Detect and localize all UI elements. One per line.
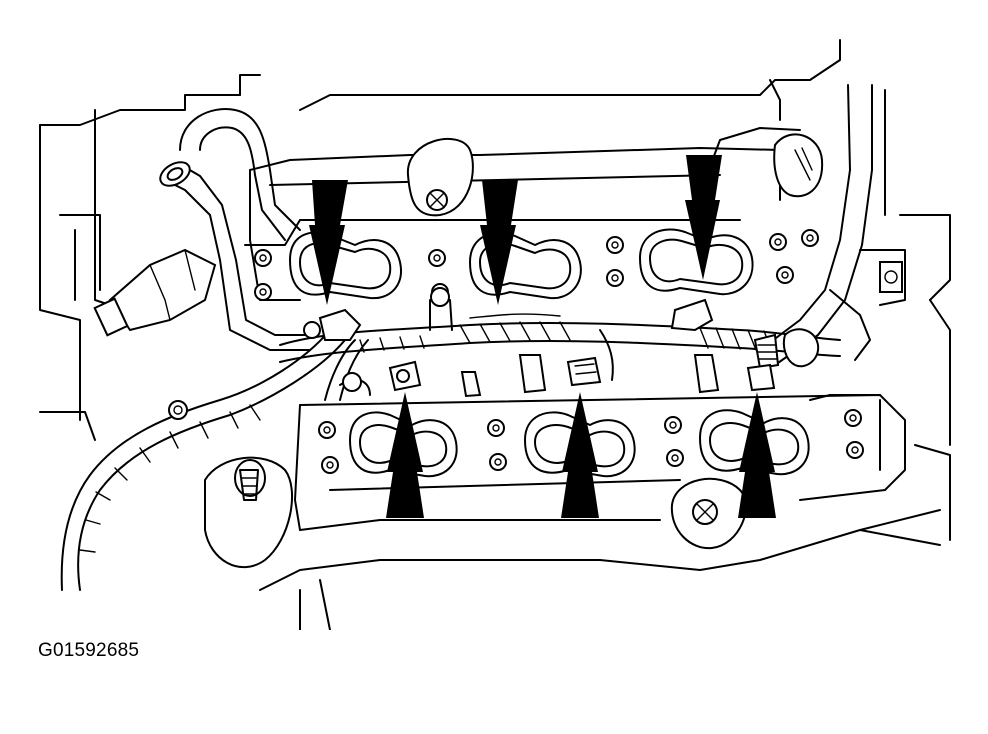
downward-arrows (309, 155, 722, 305)
lower-ports (349, 409, 810, 478)
down-arrow-1 (309, 180, 348, 305)
down-arrow-3 (685, 155, 722, 280)
right-hose (759, 84, 906, 366)
up-arrow-2 (561, 392, 599, 518)
engine-line-drawing (39, 39, 951, 630)
up-arrow-1 (386, 392, 424, 518)
engine-block-outline (39, 39, 951, 630)
left-hoses (159, 108, 311, 351)
lower-bolts (168, 400, 864, 474)
figure-id-label: G01592685 (38, 640, 140, 661)
upper-manifold (244, 127, 824, 301)
wiring-harness (60, 298, 841, 591)
up-arrow-3 (738, 392, 776, 518)
lower-left-bracket (204, 456, 293, 569)
lower-manifold (294, 394, 906, 531)
left-connector (93, 248, 217, 337)
lower-right-boss (670, 477, 747, 550)
down-arrow-2 (480, 180, 518, 305)
upward-arrows (386, 392, 776, 518)
upper-ports (289, 228, 754, 300)
fuel-rail-stubs (339, 287, 776, 398)
